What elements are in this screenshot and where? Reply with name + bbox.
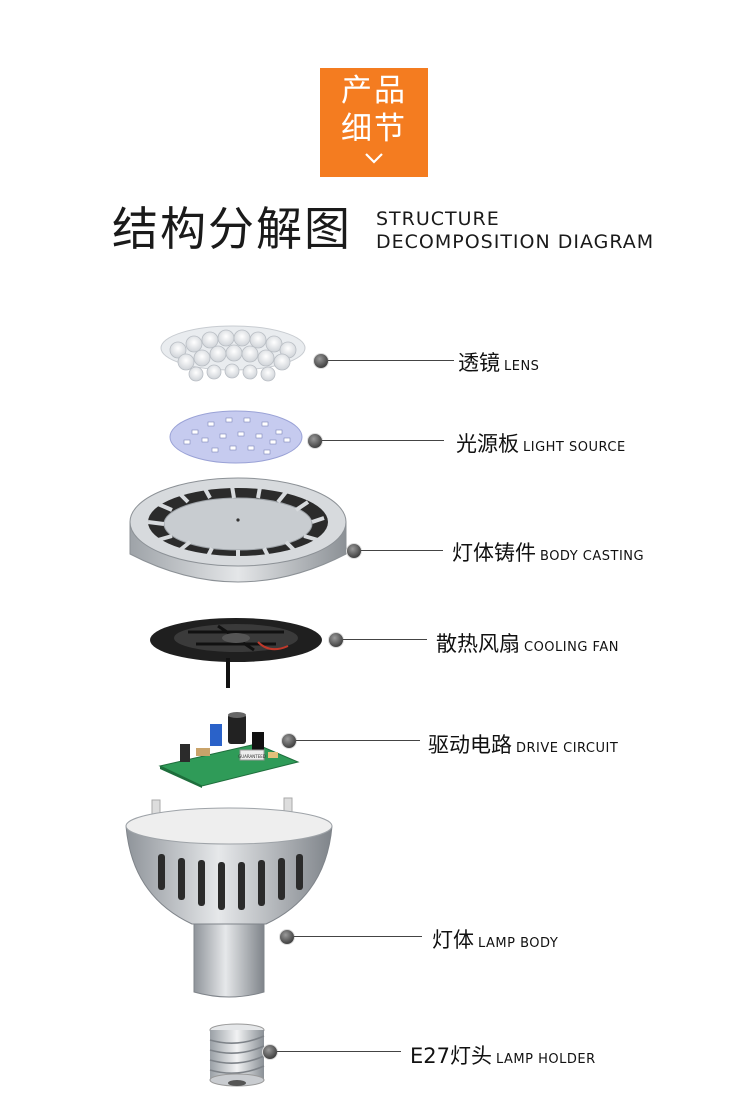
- badge-line-2: 细节: [341, 111, 407, 147]
- section-title-en-line-2: DECOMPOSITION DIAGRAM: [376, 231, 655, 253]
- light-source-board-image: [169, 410, 303, 464]
- lamp-holder-image: [209, 1023, 265, 1087]
- lens-image: [160, 325, 306, 382]
- leader-line-body-casting: [361, 550, 443, 551]
- label-body-casting-cn: 灯体铸件: [452, 541, 536, 565]
- label-lens-en: LENS: [504, 359, 540, 374]
- callout-dot-lamp-body: [279, 929, 295, 945]
- leader-line-drive-circuit: [296, 740, 420, 741]
- label-body-casting-en: BODY CASTING: [540, 549, 645, 564]
- callout-dot-body-casting: [346, 543, 362, 559]
- label-light-source-cn: 光源板: [456, 432, 519, 456]
- cooling-fan-image: [150, 618, 322, 688]
- leader-line-lamp-body: [294, 936, 422, 937]
- label-cooling-fan-en: COOLING FAN: [524, 640, 619, 655]
- badge-line-1: 产品: [341, 73, 407, 109]
- product-details-badge: 产品 细节: [320, 68, 428, 177]
- callout-dot-drive-circuit: [281, 733, 297, 749]
- label-lamp-body-cn: 灯体: [432, 928, 474, 952]
- label-light-source: 光源板 LIGHT SOURCE: [456, 428, 626, 458]
- lamp-body-image: [125, 797, 333, 998]
- leader-line-light-source: [322, 440, 444, 441]
- label-light-source-en: LIGHT SOURCE: [523, 440, 626, 455]
- leader-line-lens: [328, 360, 454, 361]
- callout-dot-light-source: [307, 433, 323, 449]
- label-lamp-holder: E27灯头 LAMP HOLDER: [410, 1040, 596, 1070]
- label-lens-cn: 透镜: [458, 351, 500, 375]
- section-title-en: STRUCTURE DECOMPOSITION DIAGRAM: [376, 208, 654, 254]
- label-body-casting: 灯体铸件 BODY CASTING: [452, 537, 644, 567]
- leader-line-cooling-fan: [343, 639, 427, 640]
- leader-line-lamp-holder: [277, 1051, 401, 1052]
- label-lamp-body: 灯体 LAMP BODY: [432, 924, 558, 954]
- section-title-en-line-1: STRUCTURE: [376, 208, 500, 230]
- section-title-cn: 结构分解图: [112, 202, 352, 256]
- chevron-down-icon: [365, 153, 383, 164]
- label-cooling-fan: 散热风扇 COOLING FAN: [436, 628, 619, 658]
- label-lamp-body-en: LAMP BODY: [478, 936, 559, 951]
- label-lamp-holder-cn: E27灯头: [410, 1044, 492, 1068]
- label-drive-circuit-cn: 驱动电路: [428, 733, 512, 757]
- body-casting-image: [129, 477, 347, 583]
- label-lens: 透镜 LENS: [458, 347, 539, 377]
- drive-circuit-image: GUARANTEED: [158, 712, 300, 788]
- callout-dot-lens: [313, 353, 329, 369]
- label-lamp-holder-en: LAMP HOLDER: [496, 1052, 596, 1067]
- callout-dot-lamp-holder: [262, 1044, 278, 1060]
- pcb-marking: GUARANTEED: [238, 754, 266, 759]
- callout-dot-cooling-fan: [328, 632, 344, 648]
- label-drive-circuit: 驱动电路 DRIVE CIRCUIT: [428, 729, 618, 759]
- label-cooling-fan-cn: 散热风扇: [436, 632, 520, 656]
- label-drive-circuit-en: DRIVE CIRCUIT: [516, 741, 619, 756]
